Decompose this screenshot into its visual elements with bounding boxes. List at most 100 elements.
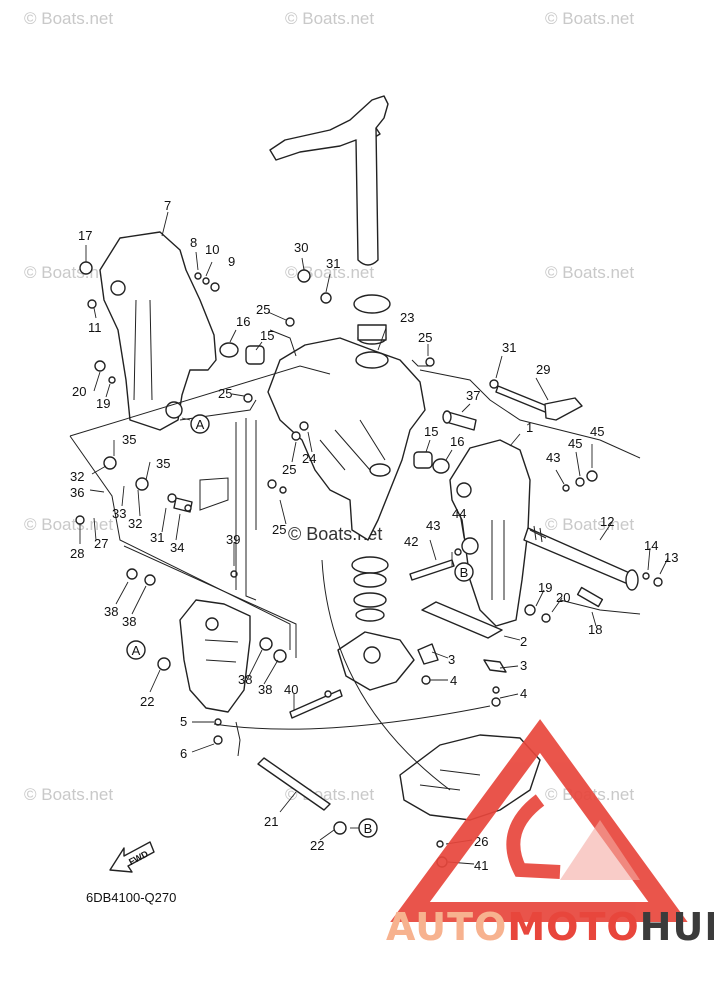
part-number: 21 [264, 814, 278, 829]
clamp-bracket-right [449, 439, 531, 627]
part-number: 38 [258, 682, 272, 697]
part-number: 20 [72, 384, 86, 399]
automotohub-logo [390, 719, 688, 922]
part-number: 33 [112, 506, 126, 521]
part-number: 16 [236, 314, 250, 329]
part-number: 44 [452, 506, 466, 521]
part-numbers: 1 2 3 3 4 4 5 6 7 8 9 10 11 12 13 14 15 … [70, 198, 678, 873]
part-number: 11 [88, 320, 102, 335]
steering-handle [269, 95, 389, 266]
part-number: 7 [164, 198, 171, 213]
part-number: 31 [150, 530, 164, 545]
part-number: 28 [70, 546, 84, 561]
bushings [219, 342, 450, 474]
plates [417, 601, 507, 673]
reference-callouts: A A B B [126, 414, 474, 838]
part-number: 12 [600, 514, 614, 529]
watermark: © Boats.net [285, 9, 374, 28]
callout-b-circle [358, 818, 378, 838]
callout-a-circle [126, 640, 146, 660]
part-number: 15 [260, 328, 274, 343]
part-number: 16 [450, 434, 464, 449]
swivel-bracket [267, 294, 426, 541]
part-number: 35 [156, 456, 170, 471]
brand-part-moto: MOTO [507, 905, 639, 949]
fwd-arrow: FWD [109, 841, 155, 873]
part-number: 18 [588, 622, 602, 637]
fasteners [75, 261, 663, 868]
part-number: 40 [284, 682, 298, 697]
part-number: 43 [426, 518, 440, 533]
part-number: 36 [70, 485, 84, 500]
diagram-code: 6DB4100-Q270 [86, 890, 176, 905]
tilt-pin [495, 385, 583, 421]
part-number: 2 [520, 634, 527, 649]
callout-a-circle [190, 414, 210, 434]
part-number: 13 [664, 550, 678, 565]
watermark: © Boats.net [545, 515, 634, 534]
guide-lines [69, 329, 641, 757]
watermark: © Boats.net [24, 515, 113, 534]
part-number: 25 [256, 302, 270, 317]
part-number: 38 [238, 672, 252, 687]
part-number: 25 [282, 462, 296, 477]
part-number: 25 [272, 522, 286, 537]
watermarks: © Boats.net © Boats.net © Boats.net © Bo… [24, 9, 634, 804]
watermark: © Boats.net [24, 9, 113, 28]
part-number: 20 [556, 590, 570, 605]
part-number: 39 [226, 532, 240, 547]
fwd-arrow-icon [109, 841, 155, 873]
brand-part-hub: HUB [640, 905, 714, 949]
part-number: 32 [128, 516, 142, 531]
part-number: 24 [302, 451, 316, 466]
part-number: 22 [310, 838, 324, 853]
part-number: 23 [400, 310, 414, 325]
part-number: 37 [466, 388, 480, 403]
watermark: © Boats.net [545, 9, 634, 28]
callout-a: A [196, 417, 205, 432]
callout-a: A [132, 643, 141, 658]
logo-triangle [390, 719, 688, 922]
part-number: 4 [520, 686, 527, 701]
part-number: 10 [205, 242, 219, 257]
part-number: 34 [170, 540, 184, 555]
part-number: 38 [122, 614, 136, 629]
part-number: 41 [474, 858, 488, 873]
part-number: 31 [326, 256, 340, 271]
part-number: 15 [424, 424, 438, 439]
part-number: 19 [96, 396, 110, 411]
part-number: 32 [70, 469, 84, 484]
part-number: 25 [218, 386, 232, 401]
tilt-tube [523, 525, 639, 591]
part-number: 31 [502, 340, 516, 355]
part-number: 26 [474, 834, 488, 849]
part-number: 4 [450, 673, 457, 688]
part-number: 38 [104, 604, 118, 619]
watermark: © Boats.net [24, 785, 113, 804]
lower-mount [337, 556, 415, 691]
part-number: 3 [520, 658, 527, 673]
part-number: 14 [644, 538, 658, 553]
brand-part-auto: AUTO [386, 905, 507, 949]
part-number: 45 [590, 424, 604, 439]
part-number: 30 [294, 240, 308, 255]
part-number: 19 [538, 580, 552, 595]
part-number: 6 [180, 746, 187, 761]
part-number: 8 [190, 235, 197, 250]
part-number: 27 [94, 536, 108, 551]
thrust-rod-holder [179, 599, 251, 713]
part-number: 1 [526, 420, 533, 435]
part-number: 43 [546, 450, 560, 465]
part-number: 17 [78, 228, 92, 243]
part-number: 25 [418, 330, 432, 345]
part-number: 22 [140, 694, 154, 709]
logo-inner-shape [560, 820, 640, 880]
part-number: 42 [404, 534, 418, 549]
clamp-bracket-left [99, 231, 217, 431]
callout-b-circle [454, 562, 474, 582]
logo-g-shape [506, 794, 561, 879]
part-number: 35 [122, 432, 136, 447]
part-number: 9 [228, 254, 235, 269]
